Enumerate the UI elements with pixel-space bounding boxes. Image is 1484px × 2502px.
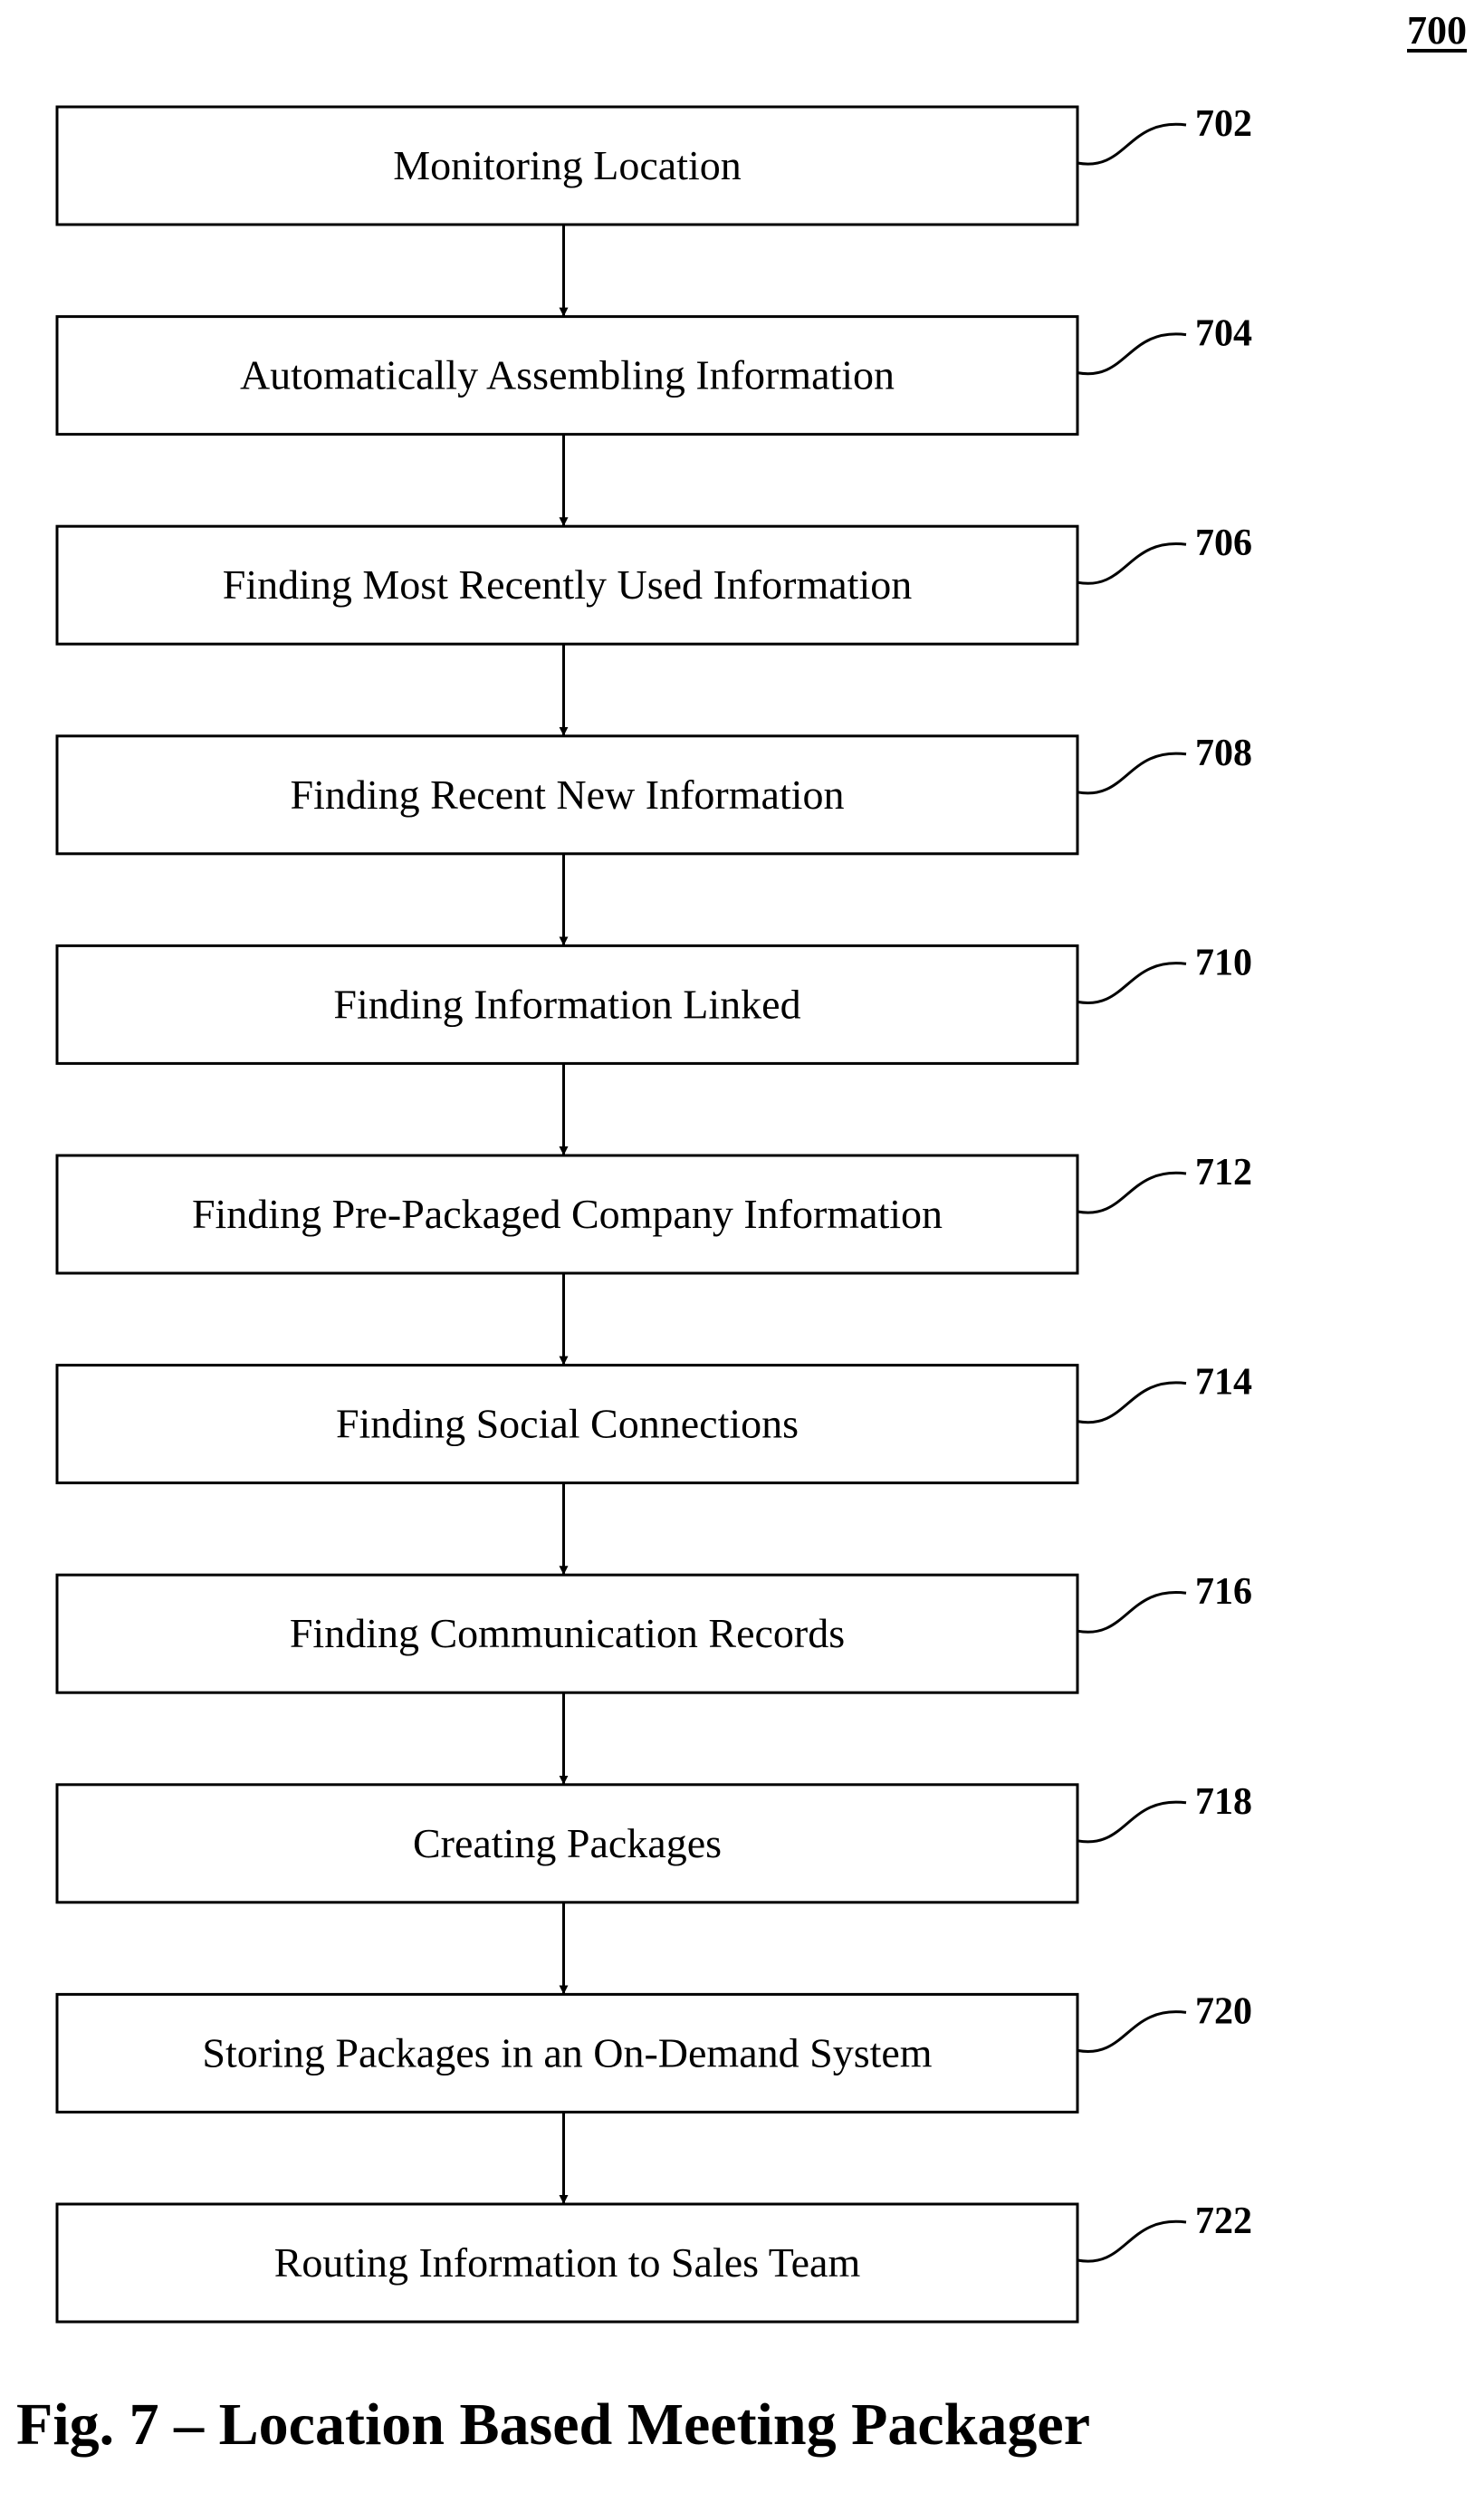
step-label-706: Finding Most Recently Used Information — [223, 561, 912, 608]
step-label-716: Finding Communication Records — [290, 1610, 845, 1656]
step-ref-714: 714 — [1195, 1362, 1252, 1404]
ref-leader-718 — [1077, 1802, 1186, 1842]
step-label-722: Routing Information to Sales Team — [274, 2239, 861, 2286]
ref-leader-710 — [1077, 963, 1186, 1003]
ref-leader-712 — [1077, 1173, 1186, 1213]
step-ref-706: 706 — [1195, 522, 1252, 564]
step-label-718: Creating Packages — [413, 1820, 722, 1866]
step-ref-712: 712 — [1195, 1152, 1252, 1193]
figure-caption: Fig. 7 – Location Based Meeting Packager — [16, 2391, 1090, 2459]
ref-leader-704 — [1077, 334, 1186, 374]
step-ref-708: 708 — [1195, 733, 1252, 774]
step-ref-718: 718 — [1195, 1781, 1252, 1823]
ref-leader-708 — [1077, 753, 1186, 793]
step-label-702: Monitoring Location — [393, 142, 742, 188]
ref-leader-720 — [1077, 2012, 1186, 2052]
step-label-710: Finding Information Linked — [333, 981, 800, 1027]
step-ref-720: 720 — [1195, 1990, 1252, 2032]
step-label-704: Automatically Assembling Information — [240, 352, 895, 398]
step-ref-716: 716 — [1195, 1571, 1252, 1613]
step-ref-702: 702 — [1195, 103, 1252, 145]
ref-leader-706 — [1077, 543, 1186, 583]
step-label-720: Storing Packages in an On-Demand System — [202, 2029, 932, 2075]
step-label-712: Finding Pre-Packaged Company Information — [192, 1191, 943, 1237]
step-ref-704: 704 — [1195, 313, 1252, 355]
ref-leader-702 — [1077, 124, 1186, 164]
ref-leader-722 — [1077, 2221, 1186, 2261]
ref-leader-716 — [1077, 1592, 1186, 1632]
step-label-708: Finding Recent New Information — [291, 772, 845, 818]
step-label-714: Finding Social Connections — [336, 1401, 799, 1447]
step-ref-710: 710 — [1195, 942, 1252, 983]
ref-leader-714 — [1077, 1383, 1186, 1423]
step-ref-722: 722 — [1195, 2200, 1252, 2242]
